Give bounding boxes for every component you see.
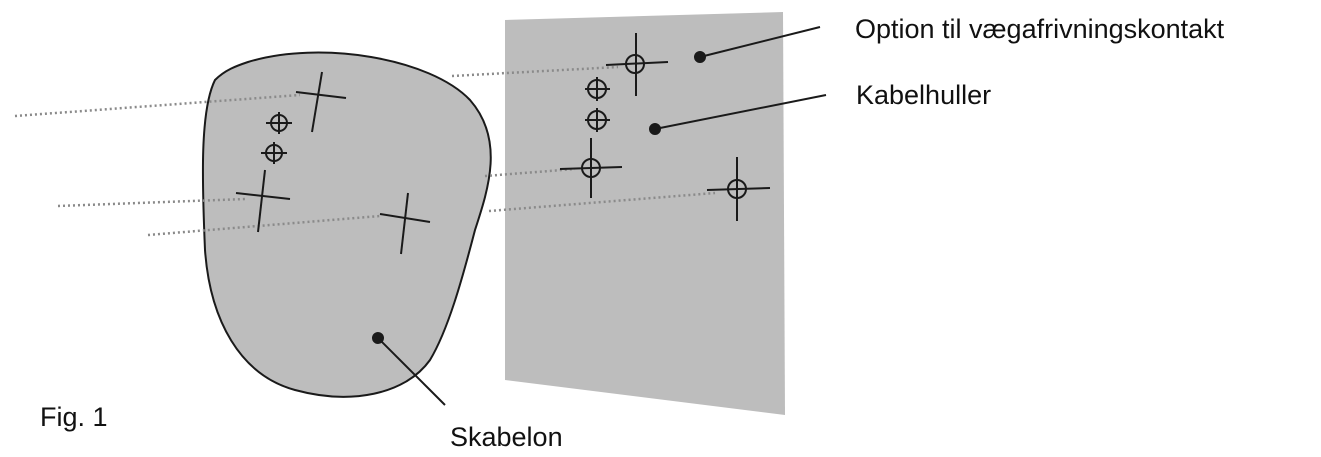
cable-holes-label: Kabelhuller [856,80,992,110]
projection-line [147,214,381,237]
template-marks [235,71,431,255]
crosshair-mark [379,192,431,255]
circle-target-mark [706,157,771,221]
crosshair-mark [235,169,291,233]
circle-target-mark [261,142,287,164]
projection-line [57,197,246,208]
template-label: Skabelon [450,422,563,452]
circle-target-mark [585,108,610,132]
circle-target-mark [266,112,292,134]
leader-line-cable-holes [654,94,827,130]
projection-lines [14,65,716,237]
template-shape [201,51,492,398]
circle-target-mark [559,138,623,198]
option-wall-tamper-label: Option til vægafrivningskontakt [855,14,1225,44]
leader-line-template [377,337,446,406]
plate-marks [559,33,771,221]
crosshair-mark [295,71,347,133]
circle-target-mark [605,33,669,96]
figure-label: Fig. 1 [40,402,108,432]
projection-line [484,167,576,178]
leader-line-option [699,26,821,58]
wall-plate [505,12,785,415]
callouts [372,26,827,406]
circle-target-mark [585,77,610,101]
